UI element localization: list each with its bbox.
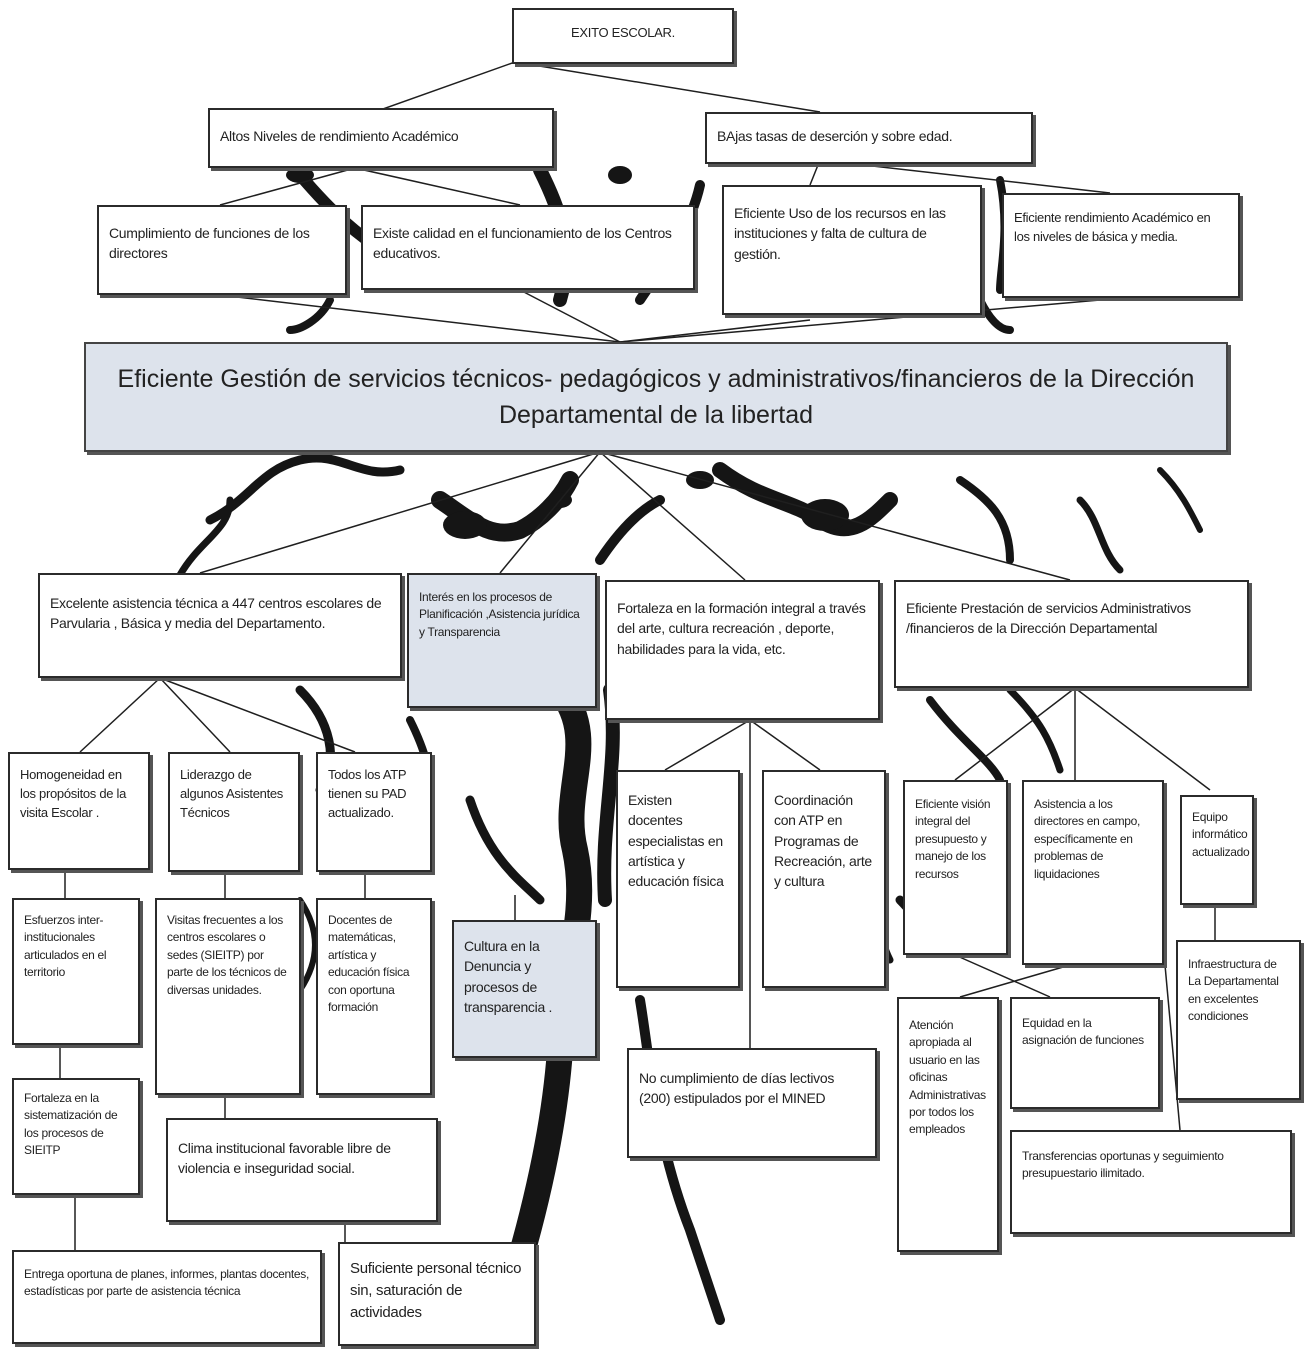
root-label: EXITO ESCOLAR. <box>571 25 675 40</box>
leaf-fortaleza-sist-node: Fortaleza en la sistematización de los p… <box>12 1078 140 1195</box>
leaf-esfuerzos-node: Esfuerzos inter-institucionales articula… <box>12 898 140 1045</box>
branch-interes-label: Interés en los procesos de Planificación… <box>419 590 580 639</box>
leaf-todos-atp-node: Todos los ATP tienen su PAD actualizado. <box>316 752 432 872</box>
leaf-coordinacion-node: Coordinación con ATP en Programas de Rec… <box>762 770 886 988</box>
leaf-liderazgo-node: Liderazgo de algunos Asistentes Técnicos <box>168 752 300 872</box>
branch-asistencia-node: Excelente asistencia técnica a 447 centr… <box>38 573 402 678</box>
level2-directores-node: Cumplimiento de funciones de los directo… <box>97 205 347 295</box>
level1-left-label: Altos Niveles de rendimiento Académico <box>220 128 459 144</box>
root-node: EXITO ESCOLAR. <box>512 8 734 64</box>
leaf-vision-label: Eficiente visión integral del presupuest… <box>915 797 991 881</box>
central-label: Eficiente Gestión de servicios técnicos-… <box>117 364 1195 429</box>
leaf-esfuerzos-label: Esfuerzos inter-institucionales articula… <box>24 913 107 980</box>
leaf-todos-atp-label: Todos los ATP tienen su PAD actualizado. <box>328 767 407 820</box>
leaf-docentes-mat-node: Docentes de matemáticas, artística y edu… <box>316 898 432 1095</box>
leaf-visitas-node: Visitas frecuentes a los centros escolar… <box>155 898 301 1095</box>
leaf-equipo-node: Equipo informático actualizado <box>1180 795 1254 905</box>
leaf-no-cumplimiento-label: No cumplimiento de días lectivos (200) e… <box>639 1070 835 1107</box>
branch-asistencia-label: Excelente asistencia técnica a 447 centr… <box>50 595 382 632</box>
leaf-suficiente-label: Suficiente personal técnico sin, saturac… <box>350 1260 522 1321</box>
leaf-equidad-label: Equidad en la asignación de funciones <box>1022 1016 1144 1048</box>
leaf-existen-docentes-node: Existen docentes especialistas en artíst… <box>616 770 740 988</box>
leaf-infraestructura-node: Infraestructura de La Departamental en e… <box>1176 940 1301 1100</box>
level2-rendimiento-label: Eficiente rendimiento Académico en los n… <box>1014 210 1211 244</box>
leaf-equidad-node: Equidad en la asignación de funciones <box>1010 997 1160 1109</box>
leaf-docentes-mat-label: Docentes de matemáticas, artística y edu… <box>328 913 410 1014</box>
leaf-clima-label: Clima institucional favorable libre de v… <box>178 1140 391 1177</box>
leaf-visitas-label: Visitas frecuentes a los centros escolar… <box>167 913 287 997</box>
leaf-clima-node: Clima institucional favorable libre de v… <box>166 1118 438 1222</box>
leaf-cultura-denuncia-node: Cultura en la Denuncia y procesos de tra… <box>452 920 597 1058</box>
leaf-cultura-denuncia-label: Cultura en la Denuncia y procesos de tra… <box>464 938 553 1015</box>
leaf-homogeneidad-node: Homogeneidad en los propósitos de la vis… <box>8 752 150 870</box>
leaf-entrega-node: Entrega oportuna de planes, informes, pl… <box>12 1250 322 1344</box>
branch-interes-node: Interés en los procesos de Planificación… <box>407 573 597 708</box>
level2-recursos-node: Eficiente Uso de los recursos en las ins… <box>722 185 982 315</box>
leaf-transferencias-node: Transferencias oportunas y seguimiento p… <box>1010 1130 1292 1234</box>
branch-fortaleza-label: Fortaleza en la formación integral a tra… <box>617 600 866 657</box>
leaf-asistencia-dir-label: Asistencia a los directores en campo, es… <box>1034 797 1141 881</box>
leaf-entrega-label: Entrega oportuna de planes, informes, pl… <box>24 1267 310 1299</box>
leaf-no-cumplimiento-node: No cumplimiento de días lectivos (200) e… <box>627 1048 877 1158</box>
level1-left-node: Altos Niveles de rendimiento Académico <box>208 108 554 168</box>
leaf-atencion-label: Atención apropiada al usuario en las ofi… <box>909 1018 986 1137</box>
leaf-infraestructura-label: Infraestructura de La Departamental en e… <box>1188 957 1279 1024</box>
leaf-suficiente-node: Suficiente personal técnico sin, saturac… <box>338 1242 536 1346</box>
leaf-vision-node: Eficiente visión integral del presupuest… <box>903 780 1008 955</box>
level2-recursos-label: Eficiente Uso de los recursos en las ins… <box>734 205 946 262</box>
leaf-existen-docentes-label: Existen docentes especialistas en artíst… <box>628 792 724 890</box>
leaf-homogeneidad-label: Homogeneidad en los propósitos de la vis… <box>20 767 127 820</box>
level2-calidad-node: Existe calidad en el funcionamiento de l… <box>361 205 695 290</box>
level2-calidad-label: Existe calidad en el funcionamiento de l… <box>373 225 672 262</box>
level1-right-label: BAjas tasas de deserción y sobre edad. <box>717 128 953 144</box>
level1-right-node: BAjas tasas de deserción y sobre edad. <box>705 112 1033 164</box>
leaf-equipo-label: Equipo informático actualizado <box>1192 810 1250 859</box>
connector-lines <box>59 61 1216 1250</box>
central-node: Eficiente Gestión de servicios técnicos-… <box>84 342 1228 452</box>
branch-prestacion-label: Eficiente Prestación de servicios Admini… <box>906 600 1191 637</box>
leaf-atencion-node: Atención apropiada al usuario en las ofi… <box>897 997 999 1252</box>
branch-prestacion-node: Eficiente Prestación de servicios Admini… <box>894 580 1249 688</box>
leaf-coordinacion-label: Coordinación con ATP en Programas de Rec… <box>774 792 872 890</box>
level2-directores-label: Cumplimiento de funciones de los directo… <box>109 225 310 262</box>
level2-rendimiento-node: Eficiente rendimiento Académico en los n… <box>1002 193 1240 298</box>
leaf-transferencias-label: Transferencias oportunas y seguimiento p… <box>1022 1149 1224 1181</box>
leaf-asistencia-dir-node: Asistencia a los directores en campo, es… <box>1022 780 1164 965</box>
leaf-liderazgo-label: Liderazgo de algunos Asistentes Técnicos <box>180 767 284 820</box>
leaf-fortaleza-sist-label: Fortaleza en la sistematización de los p… <box>24 1091 118 1158</box>
branch-fortaleza-node: Fortaleza en la formación integral a tra… <box>605 580 880 720</box>
